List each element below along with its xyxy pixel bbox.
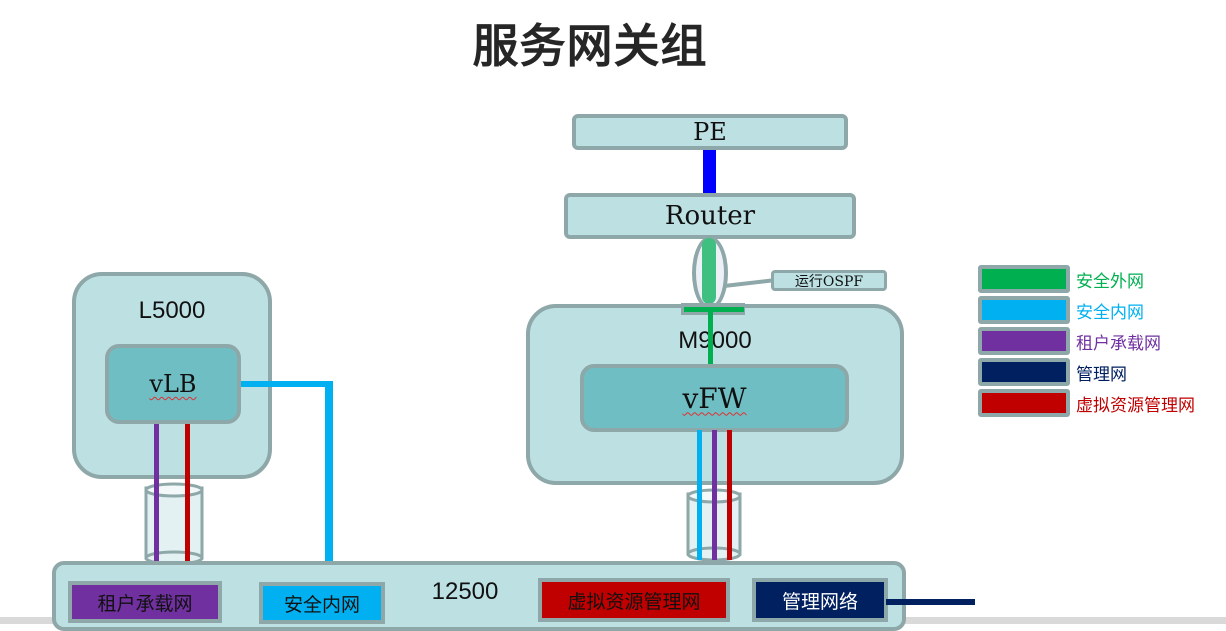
- pe-label: PE: [693, 118, 727, 146]
- legend-swatch: [978, 265, 1070, 293]
- pe-node[interactable]: PE: [572, 114, 848, 150]
- legend-item-mgmt: 管理网: [978, 358, 1127, 386]
- callout-leader: [723, 278, 777, 288]
- legend-swatch: [978, 327, 1070, 355]
- router-label: Router: [664, 201, 756, 231]
- link-router-m9000: [702, 238, 716, 304]
- m9000-label: M9000: [678, 327, 752, 354]
- ospf-interface-green: [684, 307, 744, 312]
- link-mgmt-out: [886, 599, 975, 605]
- port-mgmt[interactable]: 管理网络: [752, 578, 888, 622]
- switch-label: 12500: [431, 578, 499, 605]
- link-vlb-tenant: [154, 424, 159, 562]
- vlb-node[interactable]: vLB: [105, 344, 241, 424]
- trunk-cylinder-left: [144, 482, 204, 566]
- link-vfw-inside: [697, 430, 702, 560]
- link-vfw-vres: [727, 430, 732, 560]
- link-vlb-inside-v: [325, 381, 333, 563]
- link-outside-green: [708, 312, 713, 366]
- ospf-callout: 运行OSPF: [771, 270, 887, 291]
- link-vlb-inside-h: [241, 381, 333, 387]
- legend-item-tenant: 租户承载网: [978, 327, 1161, 355]
- vfw-label: vFW: [682, 381, 747, 415]
- port-vres[interactable]: 虚拟资源管理网: [538, 578, 730, 622]
- l5000-label: L5000: [138, 297, 206, 324]
- port-tenant[interactable]: 租户承载网: [68, 581, 222, 623]
- link-pe-router: [703, 150, 716, 195]
- page-title: 服务网关组: [472, 19, 708, 73]
- legend-swatch: [978, 358, 1070, 386]
- legend-item-inside: 安全内网: [978, 296, 1144, 324]
- legend-item-outside: 安全外网: [978, 265, 1144, 293]
- legend-item-vres: 虚拟资源管理网: [978, 389, 1195, 417]
- link-vfw-tenant: [712, 430, 717, 560]
- port-inside[interactable]: 安全内网: [259, 582, 385, 624]
- link-vlb-vres: [185, 424, 190, 562]
- legend-swatch: [978, 389, 1070, 417]
- vfw-node[interactable]: vFW: [580, 364, 849, 432]
- legend-swatch: [978, 296, 1070, 324]
- vlb-label: vLB: [149, 370, 197, 398]
- router-node[interactable]: Router: [564, 193, 856, 239]
